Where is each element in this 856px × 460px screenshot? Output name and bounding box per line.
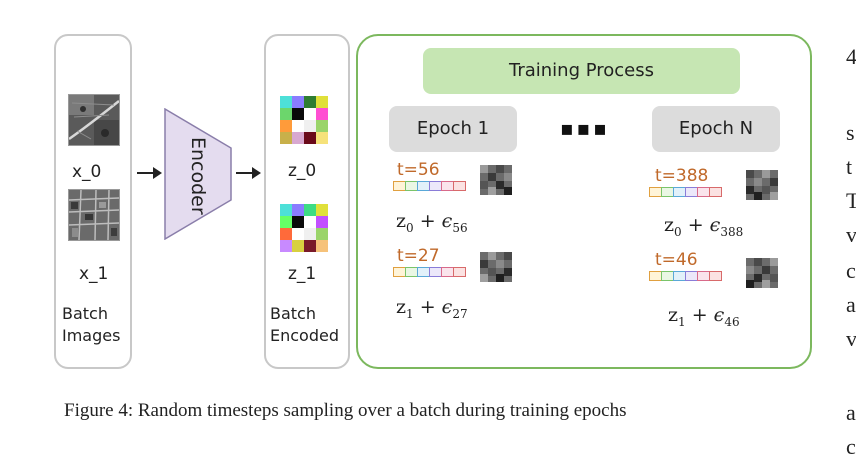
epoch1-sample2-formula: z1 + ϵ27 <box>396 296 468 321</box>
margin-fragment-6: c <box>846 258 856 283</box>
batch-images-panel: x_0 x_1 Batch Images <box>54 34 132 369</box>
epoch1-sample1-timestep-bar <box>393 181 466 191</box>
margin-fragment-5: v <box>846 222 856 247</box>
z0-label: z_0 <box>288 161 317 181</box>
training-process-title: Training Process <box>423 48 740 94</box>
z1-label: z_1 <box>288 264 317 284</box>
x0-label: x_0 <box>72 162 102 182</box>
epoch1-sample1-formula: z0 + ϵ56 <box>396 210 468 235</box>
figure-caption: Figure 4: Random timesteps sampling over… <box>64 400 627 421</box>
margin-fragment-10: c <box>846 434 856 459</box>
arrow-to-encoder <box>137 172 155 174</box>
batch-encoded-label: Batch Encoded <box>270 304 339 345</box>
epoch-1-box: Epoch 1 <box>389 106 517 152</box>
epochN-sample1-noise-image <box>746 170 778 200</box>
arrow-from-encoder-head <box>252 167 261 179</box>
arrow-from-encoder <box>236 172 254 174</box>
epochN-sample2-timestep: t=46 <box>655 250 698 270</box>
margin-fragment-4: T <box>846 188 856 213</box>
margin-fragment-7: a <box>846 292 856 317</box>
x0-image <box>68 94 120 146</box>
margin-fragment-8: v <box>846 326 856 351</box>
z1-latent-image <box>280 204 328 252</box>
arrow-to-encoder-head <box>153 167 162 179</box>
epochN-sample2-formula: z1 + ϵ46 <box>668 304 740 329</box>
x1-image <box>68 189 120 241</box>
margin-fragment-9: a <box>846 400 856 425</box>
epochN-sample1-formula: z0 + ϵ388 <box>664 214 744 239</box>
epoch-ellipsis: ▪▪▪ <box>560 116 610 140</box>
epoch1-sample2-timestep-bar <box>393 267 466 277</box>
epoch1-sample1-timestep: t=56 <box>397 160 440 180</box>
epoch1-sample2-noise-image <box>480 252 512 282</box>
margin-fragment-3: t <box>846 154 853 179</box>
epoch1-sample2-timestep: t=27 <box>397 246 440 266</box>
x1-label: x_1 <box>79 264 109 284</box>
training-process-panel <box>356 34 812 369</box>
epochN-sample1-timestep: t=388 <box>655 166 709 186</box>
epochN-sample2-timestep-bar <box>649 271 722 281</box>
batch-encoded-panel: z_0 z_1 Batch Encoded <box>264 34 350 369</box>
encoder-label: Encoder <box>187 137 209 215</box>
epoch1-sample1-noise-image <box>480 165 512 195</box>
margin-fragment-1: 4 <box>846 44 856 69</box>
batch-images-label: Batch Images <box>62 304 121 345</box>
margin-fragment-2: s <box>846 120 855 145</box>
epochN-sample2-noise-image <box>746 258 778 288</box>
epoch-n-box: Epoch N <box>652 106 780 152</box>
z0-latent-image <box>280 96 328 144</box>
epochN-sample1-timestep-bar <box>649 187 722 197</box>
encoder-shape <box>164 108 232 240</box>
